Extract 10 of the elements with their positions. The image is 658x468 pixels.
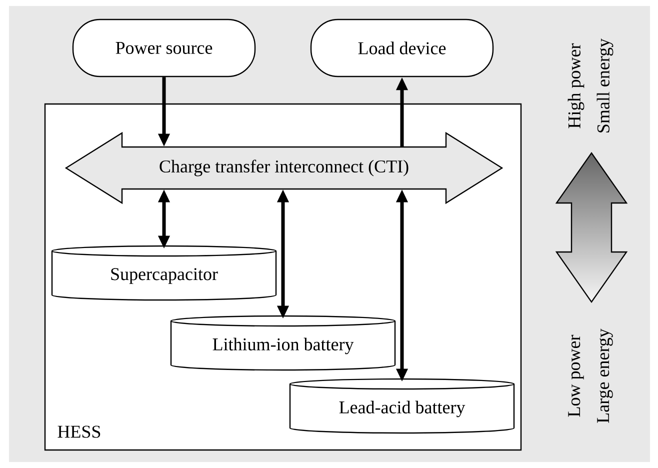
axis-label: High power xyxy=(568,43,584,128)
cylinder: Supercapacitor xyxy=(51,245,277,301)
cylinder: Lithium-ion battery xyxy=(170,315,396,371)
rounded-box: Load device xyxy=(310,18,494,78)
box-label: HESS xyxy=(58,426,100,438)
axis-label: Small energy xyxy=(596,38,614,132)
axis-label: Large energy xyxy=(597,328,613,423)
axis-label: Low power xyxy=(568,334,584,417)
cylinder: Lead-acid battery xyxy=(289,378,515,434)
rounded-box: Power source xyxy=(72,18,256,78)
